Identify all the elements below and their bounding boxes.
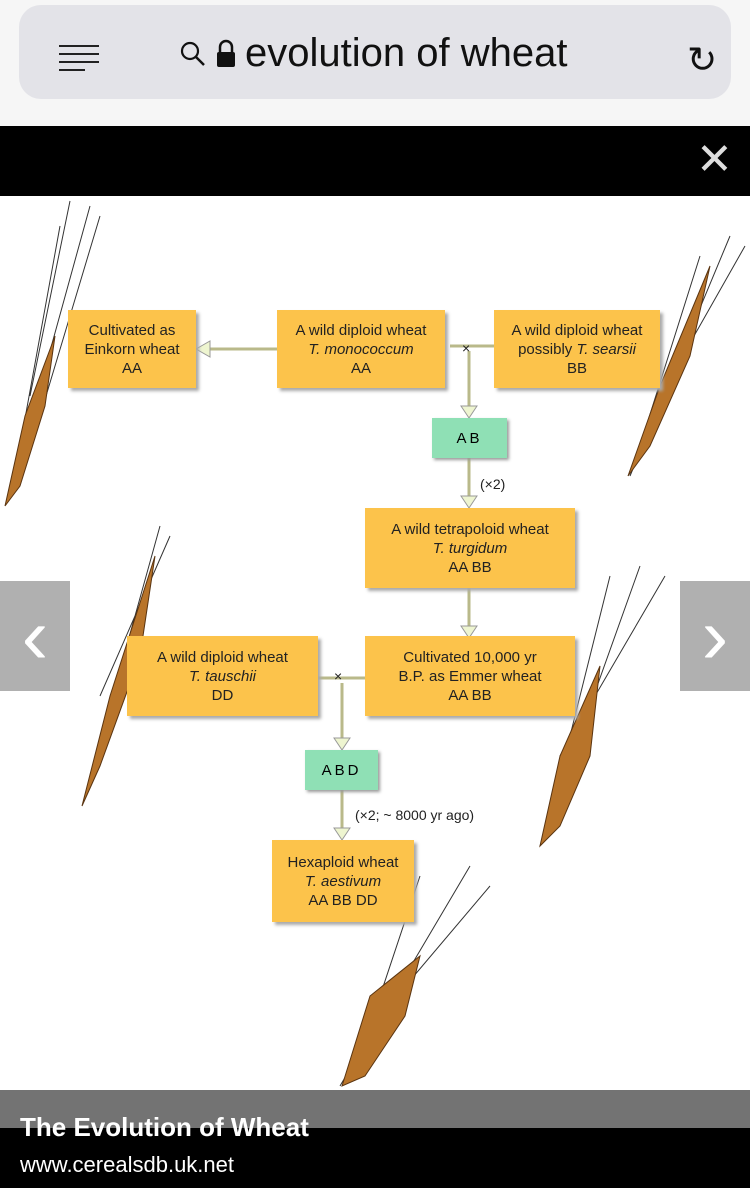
box-text: Hexaploid wheat: [287, 853, 399, 871]
close-icon[interactable]: ✕: [696, 135, 733, 184]
image-viewer-header: [0, 126, 750, 196]
box-text: possibly T. searsii: [494, 340, 660, 359]
box-turgidum: A wild tetrapoloid wheat T. turgidum AA …: [365, 508, 575, 588]
box-text: A wild diploid wheat: [511, 321, 643, 339]
box-monococcum: A wild diploid wheat T. monococcum AA: [277, 310, 445, 388]
image-title[interactable]: The Evolution of Wheat: [20, 1112, 309, 1142]
lock-icon: [217, 39, 235, 67]
box-text: T. tauschii: [189, 667, 256, 685]
box-text: B.P. as Emmer wheat: [398, 667, 542, 685]
box-text: T. aestivum: [304, 872, 382, 890]
address-bar[interactable]: evolution of wheat ↻: [19, 5, 731, 99]
image-source-link[interactable]: www.cerealsdb.uk.net: [20, 1152, 234, 1177]
box-text: A wild tetrapoloid wheat: [391, 520, 549, 538]
chevron-right-icon: ›: [701, 591, 729, 680]
box-text: A wild diploid wheat: [295, 321, 427, 339]
wheat-illustrations: [4, 200, 746, 1087]
doubling-label: (×2; ~ 8000 yr ago): [355, 807, 475, 823]
box-text: AA BB: [448, 558, 492, 576]
box-tauschii: A wild diploid wheat T. tauschii DD: [127, 636, 318, 716]
reload-icon[interactable]: ↻: [687, 39, 718, 80]
image-caption: The Evolution of Wheat www.cerealsdb.uk.…: [0, 1090, 750, 1188]
box-text: AA: [350, 359, 371, 377]
previous-image-button[interactable]: ‹: [0, 581, 70, 691]
search-query[interactable]: evolution of wheat: [245, 31, 568, 75]
search-icon: [180, 41, 205, 66]
box-text: BB: [566, 359, 587, 377]
box-text: T. turgidum: [432, 539, 508, 557]
box-hexaploid: Hexaploid wheat T. aestivum AA BB DD: [272, 840, 414, 922]
box-emmer: Cultivated 10,000 yr B.P. as Emmer wheat…: [365, 636, 575, 716]
cross-symbol: ×: [334, 668, 343, 684]
box-text: AA: [121, 359, 142, 377]
box-text: AA BB DD: [308, 891, 378, 909]
box-text: DD: [211, 686, 234, 704]
image-viewer: Cultivated as Einkorn wheat AA A wild di…: [0, 196, 750, 1090]
box-text: possibly: [518, 340, 577, 358]
box-text: Cultivated as: [88, 321, 176, 339]
reader-menu-icon[interactable]: [59, 45, 99, 71]
box-ab: AB: [432, 418, 507, 458]
box-text: T. monococcum: [308, 340, 414, 358]
box-text: Cultivated 10,000 yr: [403, 648, 537, 666]
cross-symbol: ×: [462, 340, 471, 356]
browser-toolbar: evolution of wheat ↻: [0, 0, 750, 126]
box-abd: ABD: [305, 750, 378, 790]
box-text: Einkorn wheat: [84, 340, 180, 358]
box-searsii: A wild diploid wheat possibly T. searsii…: [494, 310, 660, 388]
chevron-left-icon: ‹: [21, 591, 49, 680]
box-einkorn: Cultivated as Einkorn wheat AA: [68, 310, 196, 388]
box-text: A wild diploid wheat: [157, 648, 288, 666]
box-text: T. searsii: [576, 340, 636, 358]
doubling-label: (×2): [480, 476, 506, 492]
next-image-button[interactable]: ›: [680, 581, 750, 691]
box-text: AA BB: [448, 686, 492, 704]
